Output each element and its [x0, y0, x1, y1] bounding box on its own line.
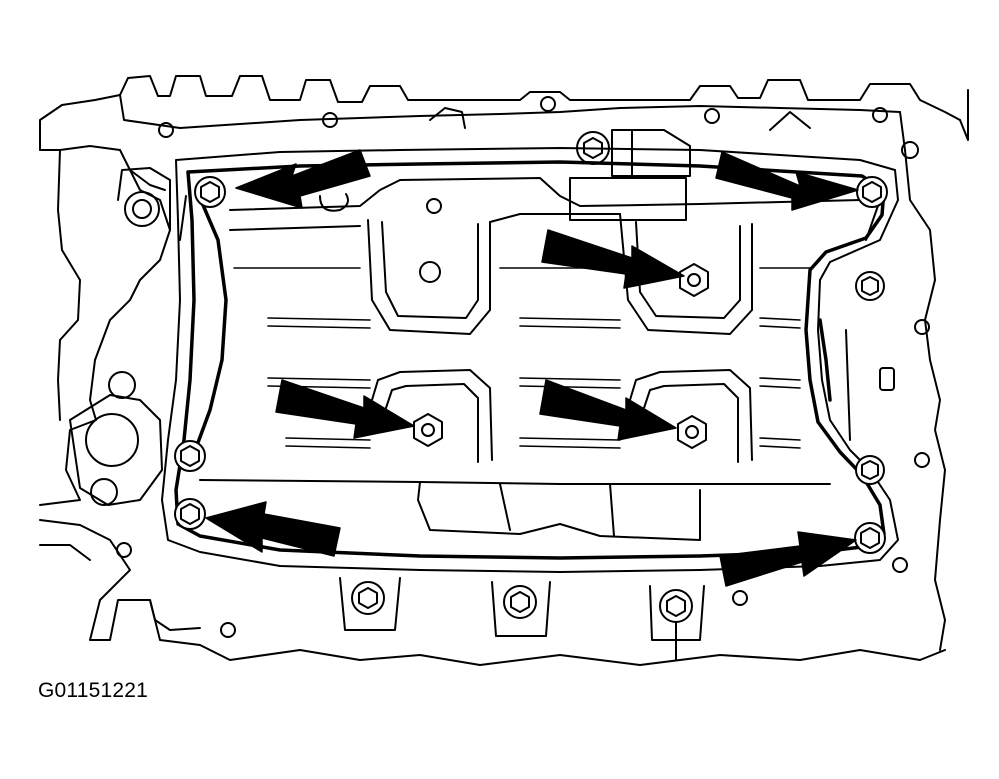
- arrow-nut-upper-right: [541, 229, 685, 289]
- bolt-right-upper: [855, 271, 885, 301]
- nut-center-lower-left: [413, 413, 443, 447]
- bolt-upper-right: [856, 176, 888, 208]
- bolt-upper-left: [194, 176, 226, 208]
- arrow-lower-left: [205, 501, 341, 557]
- bolt-bottom-1: [351, 581, 385, 615]
- oil-pan-interior: [199, 129, 895, 541]
- figure-id-label: G01151221: [38, 679, 149, 702]
- bolt-lower-left: [174, 498, 206, 530]
- bolt-bottom-3: [659, 589, 693, 623]
- oil-pan-flange: [161, 147, 899, 573]
- bolt-right-lower: [855, 455, 885, 485]
- arrow-nut-lower-right: [539, 379, 677, 441]
- bolt-left-middle: [174, 440, 206, 472]
- arrow-lower-right: [719, 531, 857, 587]
- arrow-upper-right: [715, 151, 859, 211]
- nut-center-upper-right: [679, 263, 709, 297]
- arrow-nut-lower-left: [275, 379, 415, 439]
- nut-center-lower-right: [677, 415, 707, 449]
- pan-bolts: [174, 176, 888, 661]
- bolt-lower-right: [854, 522, 886, 554]
- bolt-bottom-2: [503, 585, 537, 619]
- arrow-upper-left: [235, 149, 371, 209]
- callout-arrows: [205, 149, 859, 587]
- engine-block-outline: [39, 75, 969, 666]
